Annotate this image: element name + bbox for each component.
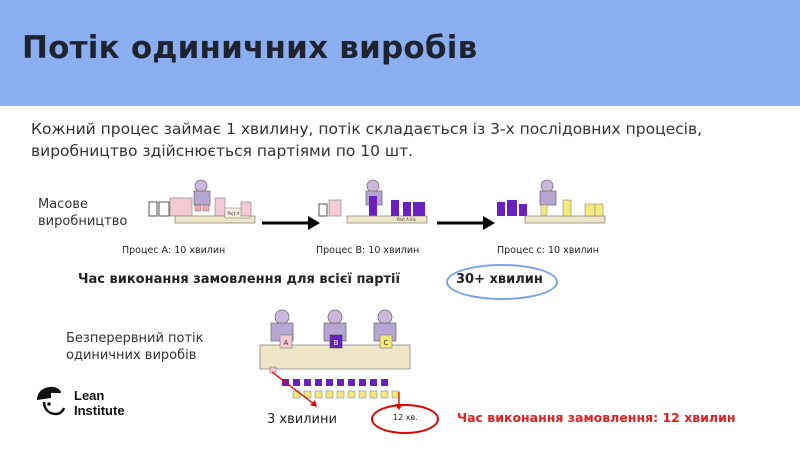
batch-label-line2: виробництво <box>38 214 128 229</box>
purple-unit <box>326 379 333 386</box>
purple-unit <box>304 379 311 386</box>
box-a-label: A <box>284 339 289 347</box>
arrow-a-to-b <box>262 216 320 230</box>
lean-institute-logo-icon <box>37 386 66 416</box>
yellow-unit <box>314 390 323 399</box>
purple-unit <box>359 379 366 386</box>
unit-queue <box>269 366 400 399</box>
flow-label: Безперервний потік одиничних виробів <box>66 330 204 364</box>
yellow-unit <box>358 390 367 399</box>
intro-text: Кожний процес займає 1 хвилину, потік ск… <box>31 120 703 160</box>
machine-sign-a: Part A Inc <box>227 211 246 216</box>
station-a-illustration: Part A Inc <box>148 179 256 224</box>
process-b-caption: Процес В: 10 хвилин <box>316 245 420 256</box>
station-b-illustration: Part A Inc <box>318 179 428 224</box>
yellow-unit <box>369 390 378 399</box>
purple-unit <box>381 379 388 386</box>
batch-label-line1: Масове <box>38 197 88 212</box>
three-minutes-label: 3 хвилини <box>267 412 337 427</box>
three-minute-arrow <box>271 371 317 407</box>
station-c-illustration <box>497 179 606 224</box>
purple-unit <box>370 379 377 386</box>
summary-time-ellipse <box>446 264 558 300</box>
twelve-ellipse <box>371 404 439 434</box>
logo-line1: Lean <box>74 388 105 403</box>
flow-illustration: A B C <box>259 309 411 370</box>
yellow-unit <box>347 390 356 399</box>
flow-total-time: Час виконання замовлення: 12 хвилин <box>457 410 736 425</box>
logo-line2: Institute <box>74 403 125 418</box>
batch-summary-time: 30+ хвилин <box>456 272 543 287</box>
purple-unit <box>348 379 355 386</box>
box-c-label: C <box>384 339 389 347</box>
yellow-unit <box>325 390 334 399</box>
purple-unit <box>315 379 322 386</box>
yellow-unit <box>303 390 312 399</box>
flow-label-line2: одиничних виробів <box>66 348 197 363</box>
box-b-label: B <box>334 339 339 347</box>
batch-summary: Час виконання замовлення для всієї парті… <box>78 272 400 287</box>
batch-label: Масове виробництво <box>38 196 127 230</box>
machine-sign-b: Part A Inc <box>397 217 416 222</box>
arrow-b-to-c <box>437 216 495 230</box>
purple-unit <box>337 379 344 386</box>
header-bar <box>0 0 800 106</box>
process-c-caption: Процес с: 10 хвилин <box>497 245 599 256</box>
yellow-unit <box>336 390 345 399</box>
page-title: Потік одиничних виробів <box>22 30 478 66</box>
yellow-unit <box>380 390 389 399</box>
flow-label-line1: Безперервний потік <box>66 331 204 346</box>
process-a-caption: Процес А: 10 хвилин <box>122 245 226 256</box>
purple-unit <box>293 379 300 386</box>
twelve-minutes-label: 12 хв. <box>393 413 418 422</box>
